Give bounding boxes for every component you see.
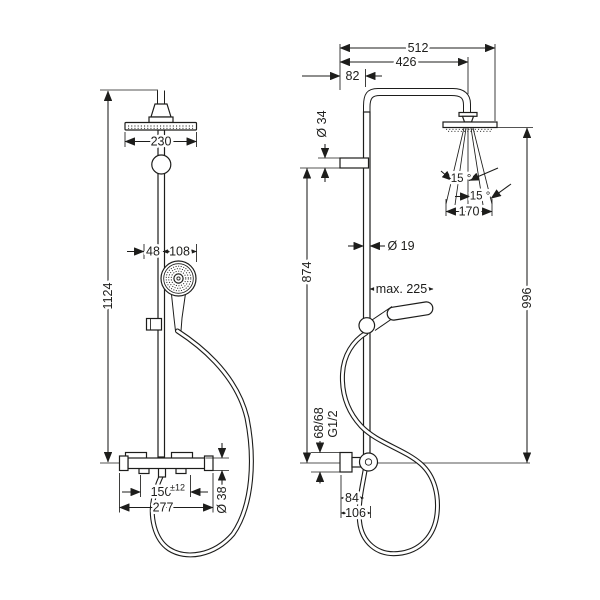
valve-handle-left	[118, 455, 129, 472]
dim-label-6868: 68/68	[312, 407, 326, 438]
dim-label-277: 277	[153, 501, 174, 515]
shower-hose-side	[339, 330, 440, 557]
dim-valve-width: 277	[118, 473, 214, 517]
dim-escutcheon: Ø 34	[313, 108, 332, 182]
dim-spray-angle-2: 15 °	[455, 183, 512, 205]
wall-bracket-side	[339, 157, 370, 169]
dim-label-170: 170	[459, 205, 480, 219]
shower-hose-front	[149, 328, 254, 558]
dim-reach-total: 512	[339, 39, 496, 58]
dim-label-996: 996	[520, 288, 534, 309]
dim-label-150-tol: ±12	[170, 483, 185, 493]
dim-label-g12: G1/2	[326, 410, 340, 437]
dim-label-15b: 15 °	[470, 191, 491, 203]
dim-wall-offset: 82	[302, 67, 382, 86]
dim-hose-offset-2: 106	[340, 504, 372, 523]
dim-head-width: 230	[124, 132, 198, 151]
dim-head-to-valve: 996	[518, 127, 537, 464]
dim-outlet-spacing: 150 ±12	[122, 475, 208, 502]
valve-wall-flange	[339, 451, 353, 473]
dim-label-426: 426	[396, 55, 417, 69]
dim-label-15a: 15 °	[451, 173, 472, 185]
valve-knob-side	[358, 452, 379, 472]
dim-spray-width: 170	[445, 199, 493, 221]
dim-label-108: 108	[169, 245, 190, 259]
dim-label-84: 84	[345, 491, 359, 505]
dim-label-1124: 1124	[101, 283, 115, 310]
front-view: 1124 230 48 108 150 ±12	[99, 89, 254, 558]
dim-label-34: Ø 34	[315, 110, 329, 137]
dim-arm-reach: 426	[339, 53, 469, 72]
dim-label-48: 48	[146, 245, 160, 259]
hand-shower-side	[358, 301, 434, 334]
dim-label-82: 82	[346, 69, 360, 83]
thermostat-valve-side	[339, 451, 379, 473]
hand-shower-holder-side	[358, 317, 376, 334]
side-view: 512 426 82 Ø 34 874 996	[298, 39, 537, 557]
dim-label-512: 512	[408, 41, 429, 55]
dim-label-874: 874	[300, 262, 314, 283]
dim-label-150: 150	[151, 485, 172, 499]
dim-connections: 68/68 G1/2	[310, 405, 343, 484]
valve-handle-right	[203, 455, 214, 472]
overhead-shower-front	[124, 121, 198, 131]
dim-valve-diameter: Ø 38	[205, 443, 232, 516]
dim-pipe-diameter: Ø 19	[348, 237, 417, 256]
spray-cone	[445, 127, 493, 206]
dim-bracket-to-valve: 874	[298, 167, 317, 464]
dim-overall-height: 1124	[99, 89, 158, 464]
dim-label-19: Ø 19	[387, 239, 414, 253]
overhead-shower-side	[442, 111, 498, 132]
dim-label-230: 230	[151, 135, 172, 149]
thermostat-valve-front	[118, 451, 214, 478]
shower-arm-side	[363, 88, 471, 118]
slider-holder-front	[145, 317, 163, 331]
dim-hand-reach: max. 225	[369, 280, 434, 299]
dim-spray-angle-1: 15 °	[440, 167, 499, 188]
wall-bracket-front	[151, 154, 172, 175]
dim-label-106: 106	[345, 506, 366, 520]
dim-hand-shower: 48 108	[127, 242, 198, 262]
dim-label-max225: max. 225	[376, 282, 427, 296]
dim-label-38: Ø 38	[215, 486, 229, 513]
dim-hose-offset-1: 84	[340, 489, 365, 508]
head-connector-front	[150, 103, 172, 118]
hand-shower-front	[160, 260, 197, 332]
